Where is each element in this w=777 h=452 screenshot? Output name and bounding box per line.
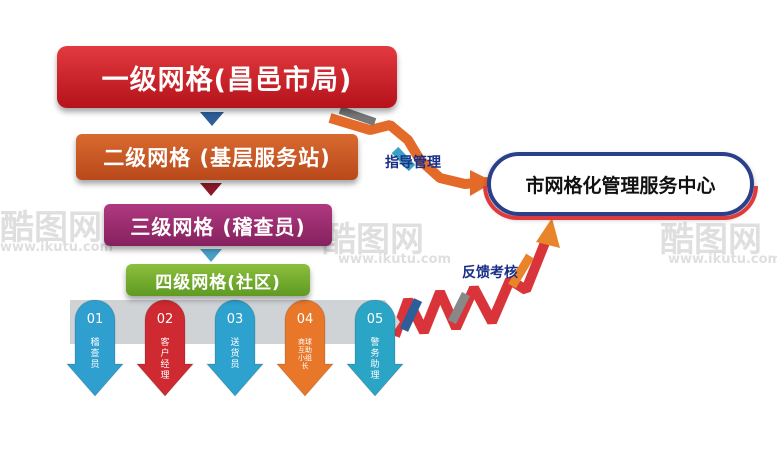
level-2-box: 二级网格 (基层服务站) xyxy=(76,134,358,180)
arrow-right-icon xyxy=(470,170,494,196)
member-label: 客户经理 xyxy=(160,338,170,381)
member-label: 稽查员 xyxy=(90,338,100,370)
level-4-label: 四级网格(社区) xyxy=(155,272,281,293)
level-3-box: 三级网格 (稽查员) xyxy=(104,204,332,246)
service-center-box: 市网格化管理服务中心 xyxy=(483,152,758,220)
flow-label-down: 指导管理 xyxy=(385,155,441,171)
arrow-up-icon xyxy=(536,218,560,248)
member-item xyxy=(275,299,335,397)
member-item xyxy=(65,299,125,397)
member-item xyxy=(345,299,405,397)
member-number: 01 xyxy=(86,312,104,327)
watermark-right-url: www.ikutu.com xyxy=(668,252,777,267)
watermark-middle-url: www.ikutu.com xyxy=(338,252,452,267)
member-drop-shape xyxy=(135,299,195,397)
level-3-label: 三级网格 (稽查员) xyxy=(130,214,306,239)
member-drop-shape xyxy=(345,299,405,397)
flow-label-up: 反馈考核 xyxy=(462,265,518,281)
watermark-right: 酷图网 xyxy=(660,220,762,260)
feedback-ribbon xyxy=(390,238,551,338)
member-number: 04 xyxy=(296,312,314,327)
member-label: 警务助理 xyxy=(370,338,380,381)
watermark-left: 酷图网 xyxy=(0,208,102,248)
level-2-label: 二级网格 (基层服务站) xyxy=(103,146,331,170)
member-drop-shape xyxy=(205,299,265,397)
chevron-down-icon xyxy=(200,249,222,262)
chevron-down-icon xyxy=(200,112,224,126)
member-item xyxy=(205,299,265,397)
level-4-box: 四级网格(社区) xyxy=(126,264,310,296)
member-number: 02 xyxy=(156,312,174,327)
member-drop-shape xyxy=(65,299,125,397)
watermark-left-url: www.ikutu.com xyxy=(0,240,114,255)
member-drop-shape xyxy=(275,299,335,397)
member-number: 03 xyxy=(226,312,244,327)
member-label: 送货员 xyxy=(230,338,240,370)
service-center-label: 市网格化管理服务中心 xyxy=(525,174,716,197)
member-label: 商球互助小组长 xyxy=(298,338,312,370)
level-1-box: 一级网格(昌邑市局) xyxy=(57,46,397,108)
level-1-label: 一级网格(昌邑市局) xyxy=(101,64,353,96)
chevron-down-icon xyxy=(200,183,222,196)
member-item xyxy=(135,299,195,397)
watermark-middle: 酷图网 xyxy=(322,220,424,260)
member-number: 05 xyxy=(366,312,384,327)
guide-ribbon xyxy=(328,113,489,189)
